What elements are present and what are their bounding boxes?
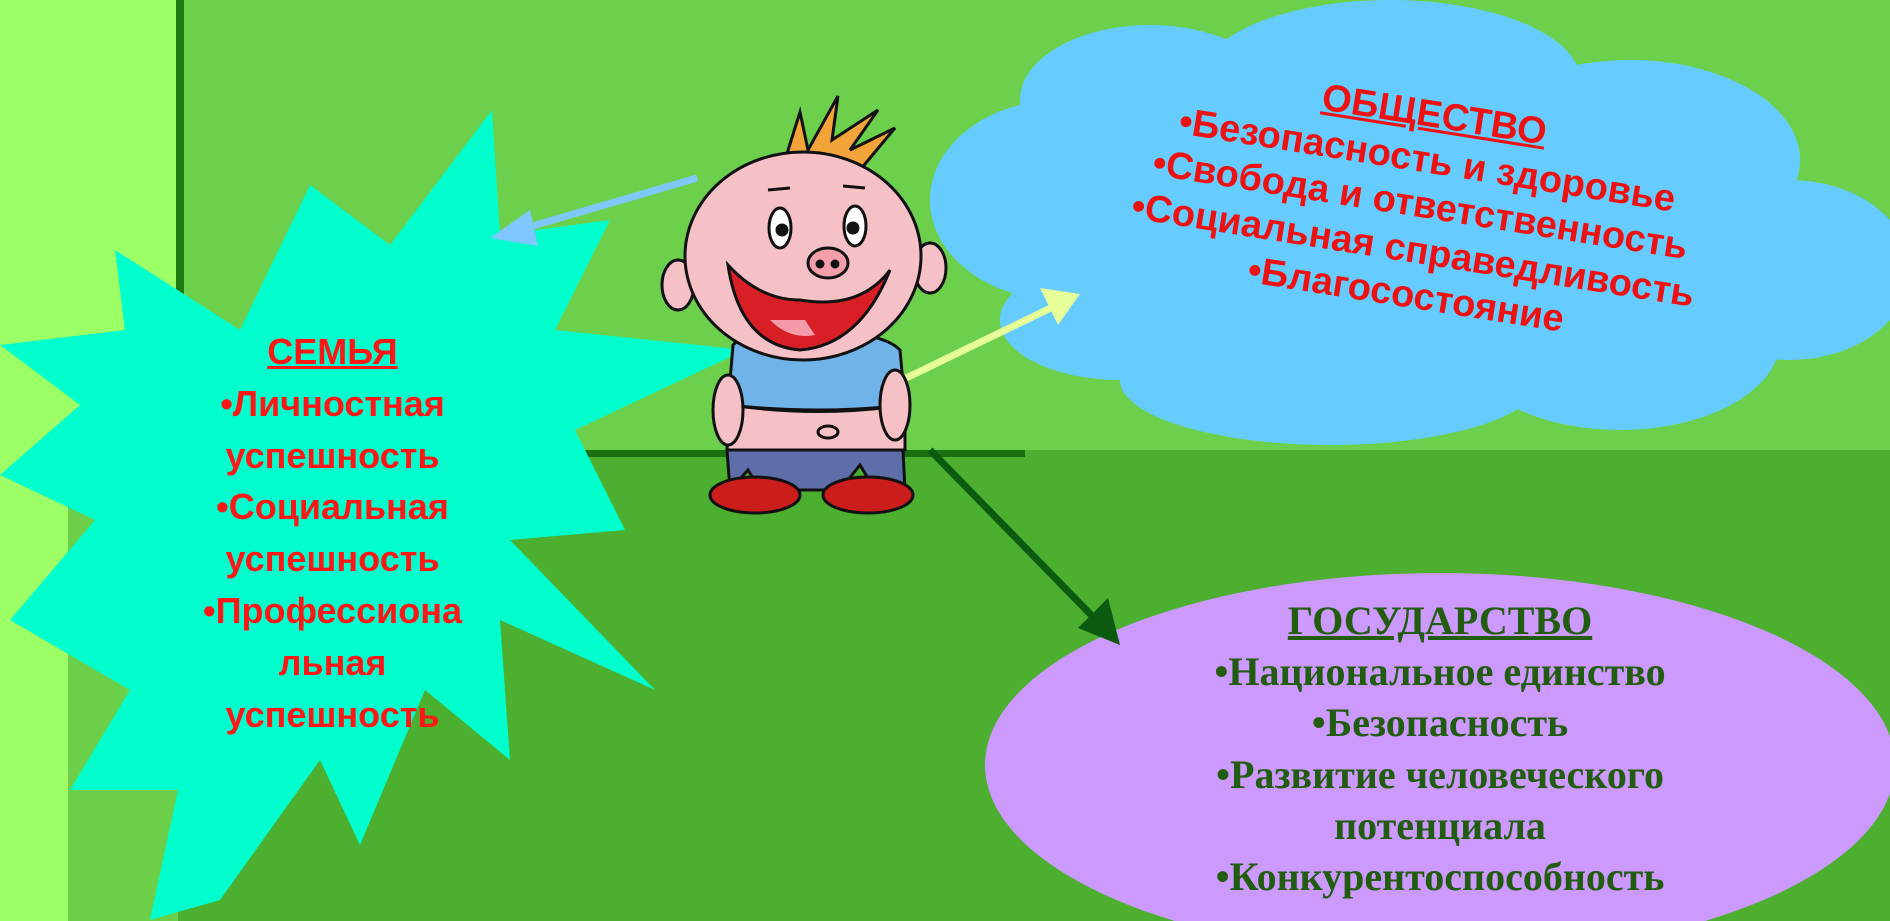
arrow-to-gosudarstvo: [927, 447, 1120, 645]
arrow-to-obshchestvo: [898, 288, 1080, 385]
left-divider-line: [176, 0, 184, 440]
gosudarstvo-ellipse: [985, 573, 1890, 921]
gosudarstvo-item: •Безопасность: [1311, 700, 1569, 746]
obshchestvo-cloud: [930, 0, 1890, 445]
cartoon-boy-character: [660, 95, 948, 515]
boy-belly: [725, 403, 907, 452]
semya-item: •Социальная: [216, 486, 449, 528]
semya-item: •Личностная: [220, 382, 445, 424]
semya-item: успешность: [225, 693, 440, 735]
arrow-to-semya: [490, 174, 698, 246]
gosudarstvo-item: потенциала: [1334, 802, 1546, 848]
gosudarstvo-item: •Национальное единство: [1214, 649, 1666, 695]
semya-item: успешность: [225, 538, 440, 580]
semya-starburst: [0, 110, 745, 920]
semya-text-block: СЕМЬЯ •Личностная успешность •Социальная…: [160, 326, 505, 741]
gosudarstvo-heading: ГОСУДАРСТВО: [1287, 598, 1593, 643]
boy-mouth: [725, 260, 892, 352]
semya-item: успешность: [225, 434, 440, 476]
gosudarstvo-item: •Конкурентоспособность: [1215, 853, 1665, 899]
semya-heading: СЕМЬЯ: [267, 331, 398, 372]
semya-item: льная: [278, 641, 387, 683]
semya-item: •Профессиона: [203, 590, 462, 632]
gosudarstvo-item: •Развитие человеческого: [1216, 751, 1664, 797]
gosudarstvo-text-block: ГОСУДАРСТВО •Национальное единство •Безо…: [1095, 595, 1785, 902]
